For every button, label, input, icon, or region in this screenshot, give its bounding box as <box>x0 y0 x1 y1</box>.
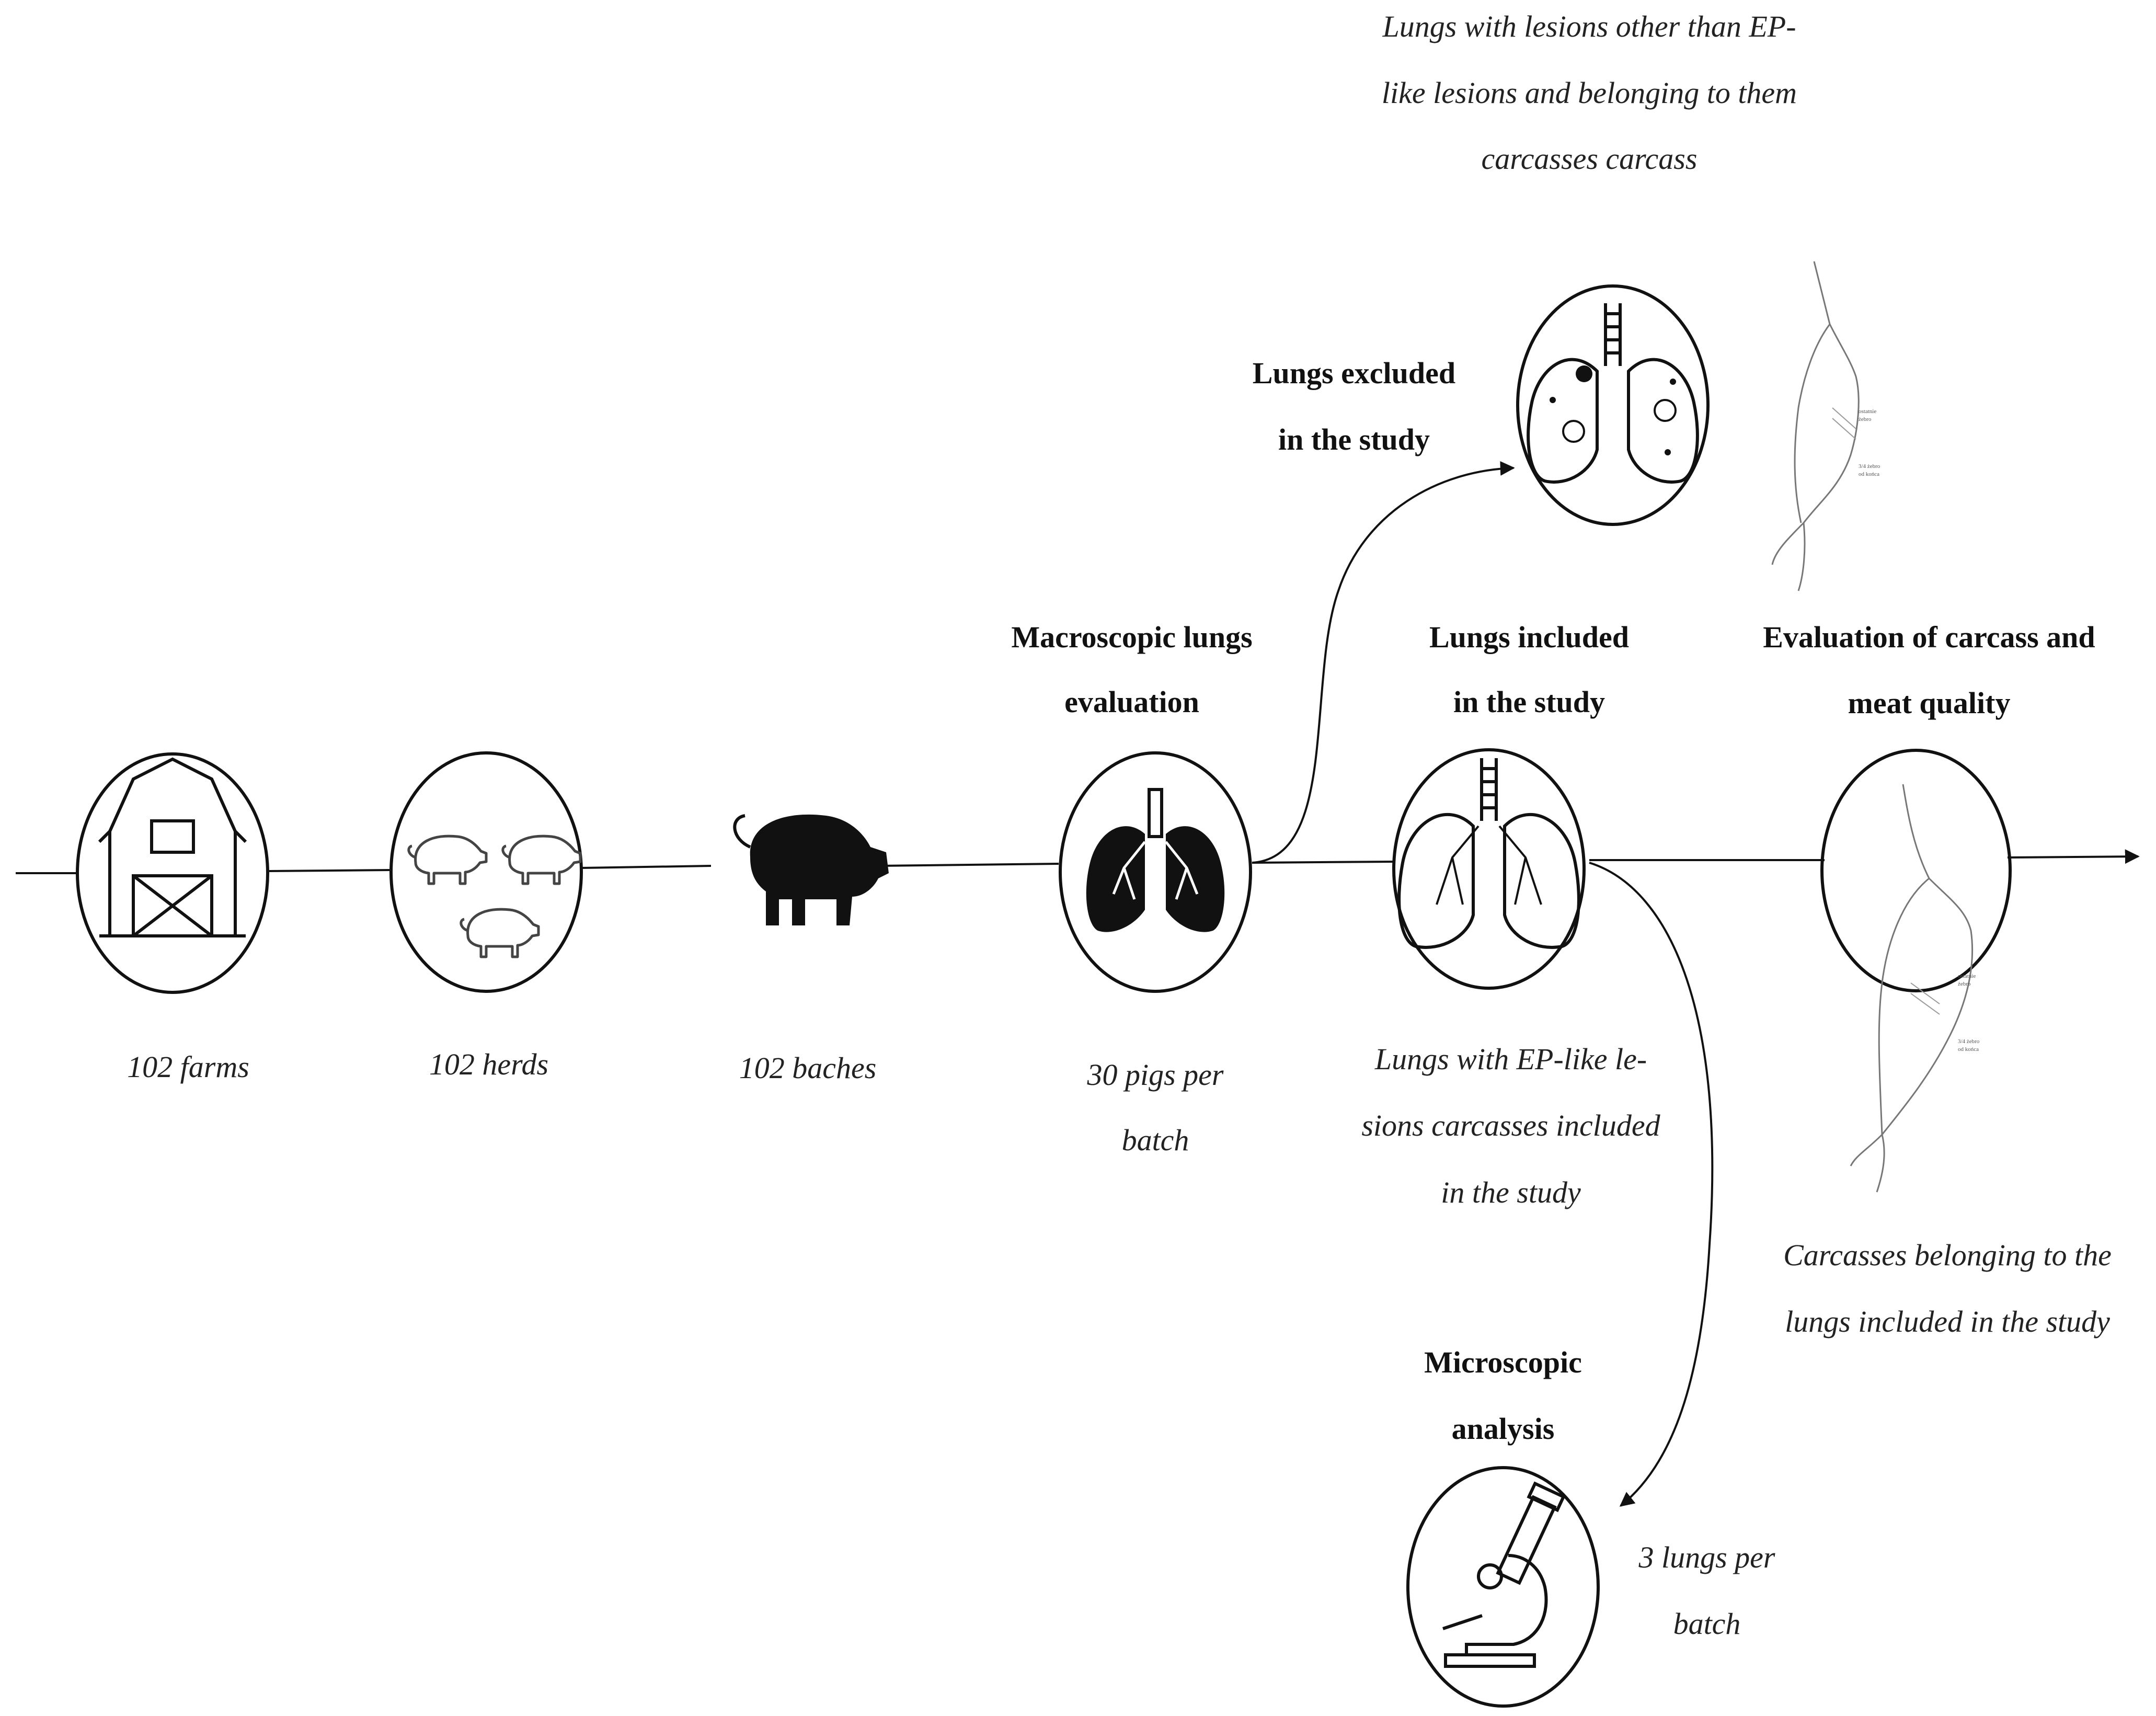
pig-carcass-icon: ostatnie żebro 3/4 żebro od końca <box>1850 784 1980 1193</box>
arrow-to-microscopic <box>1589 862 1714 1507</box>
lungs-icon <box>1086 788 1225 932</box>
caption-included-line2: sions carcasses included <box>1361 1108 1660 1142</box>
carcass-label-bottom-1: ostatnie <box>1958 973 1976 979</box>
title-macroscopic-line1: Macroscopic lungs <box>1011 620 1252 654</box>
stage-carcass: Evaluation of carcass and meat quality o… <box>1763 261 2112 1339</box>
caption-farms: 102 farms <box>127 1050 249 1084</box>
title-excluded-line1: Lungs excluded <box>1253 356 1455 390</box>
caption-carcass-line1: Carcasses belonging to the <box>1783 1238 2112 1272</box>
caption-microscopic-line2: batch <box>1673 1607 1741 1641</box>
carcass-label-top-2: żebro <box>1859 416 1872 422</box>
pig-carcass-icon: ostatnie żebro 3/4 żebro od końca <box>1771 261 1880 591</box>
caption-excluded-line2: like lesions and belonging to them <box>1382 76 1797 110</box>
caption-excluded-line3: carcasses carcass <box>1482 142 1698 176</box>
carcass-label-bottom-2: żebro <box>1958 981 1971 987</box>
microscope-icon <box>1442 1481 1566 1668</box>
pig-herd-icon <box>407 834 582 958</box>
carcass-label-bottom-3: 3/4 żebro <box>1958 1038 1980 1045</box>
title-microscopic-line2: analysis <box>1452 1412 1555 1446</box>
carcass-label-bottom-4: od końca <box>1958 1046 1979 1053</box>
stage-included: Lungs included in the study Lungs with E… <box>1361 620 1660 1209</box>
caption-microscopic-line1: 3 lungs per <box>1638 1540 1775 1574</box>
timeline-arrow <box>2007 849 2140 864</box>
diseased-lungs-icon <box>1527 303 1699 484</box>
timeline <box>16 849 2140 874</box>
stage-microscopic: Microscopic analysis 3 lungs per batch <box>1406 1345 1775 1708</box>
caption-included-line3: in the study <box>1441 1175 1581 1209</box>
title-included-line2: in the study <box>1453 685 1605 719</box>
caption-excluded-line1: Lungs with lesions other than EP- <box>1382 9 1796 43</box>
caption-herds: 102 herds <box>429 1047 548 1081</box>
caption-carcass-line2: lungs included in the study <box>1785 1305 2110 1339</box>
pig-silhouette-icon <box>733 814 889 925</box>
barn-icon <box>98 757 247 937</box>
title-macroscopic-line2: evaluation <box>1064 685 1199 719</box>
title-microscopic-line1: Microscopic <box>1424 1345 1582 1379</box>
stage-excluded: Lungs with lesions other than EP- like l… <box>1253 9 1797 526</box>
title-excluded-line2: in the study <box>1278 422 1430 456</box>
carcass-label-top-3: 3/4 żebro <box>1859 463 1880 470</box>
stage-macroscopic: Macroscopic lungs evaluation 30 pigs per… <box>1011 620 1252 1157</box>
caption-macroscopic-line2: batch <box>1122 1123 1189 1157</box>
title-carcass-line1: Evaluation of carcass and <box>1763 620 2095 654</box>
stage-herds: 102 herds <box>389 751 583 1081</box>
title-included-line1: Lungs included <box>1429 620 1629 654</box>
caption-macroscopic-line1: 30 pigs per <box>1087 1058 1224 1092</box>
lungs-outline-icon <box>1397 758 1580 949</box>
stage-batches: 102 baches <box>733 814 889 1085</box>
caption-batches: 102 baches <box>739 1051 877 1085</box>
arrow-to-excluded <box>1252 461 1515 864</box>
title-carcass-line2: meat quality <box>1848 686 2011 720</box>
carcass-label-top-1: ostatnie <box>1859 408 1876 415</box>
carcass-label-top-4: od końca <box>1859 471 1879 477</box>
stage-farms: 102 farms <box>76 752 269 1084</box>
caption-included-line1: Lungs with EP-like le- <box>1374 1042 1647 1076</box>
